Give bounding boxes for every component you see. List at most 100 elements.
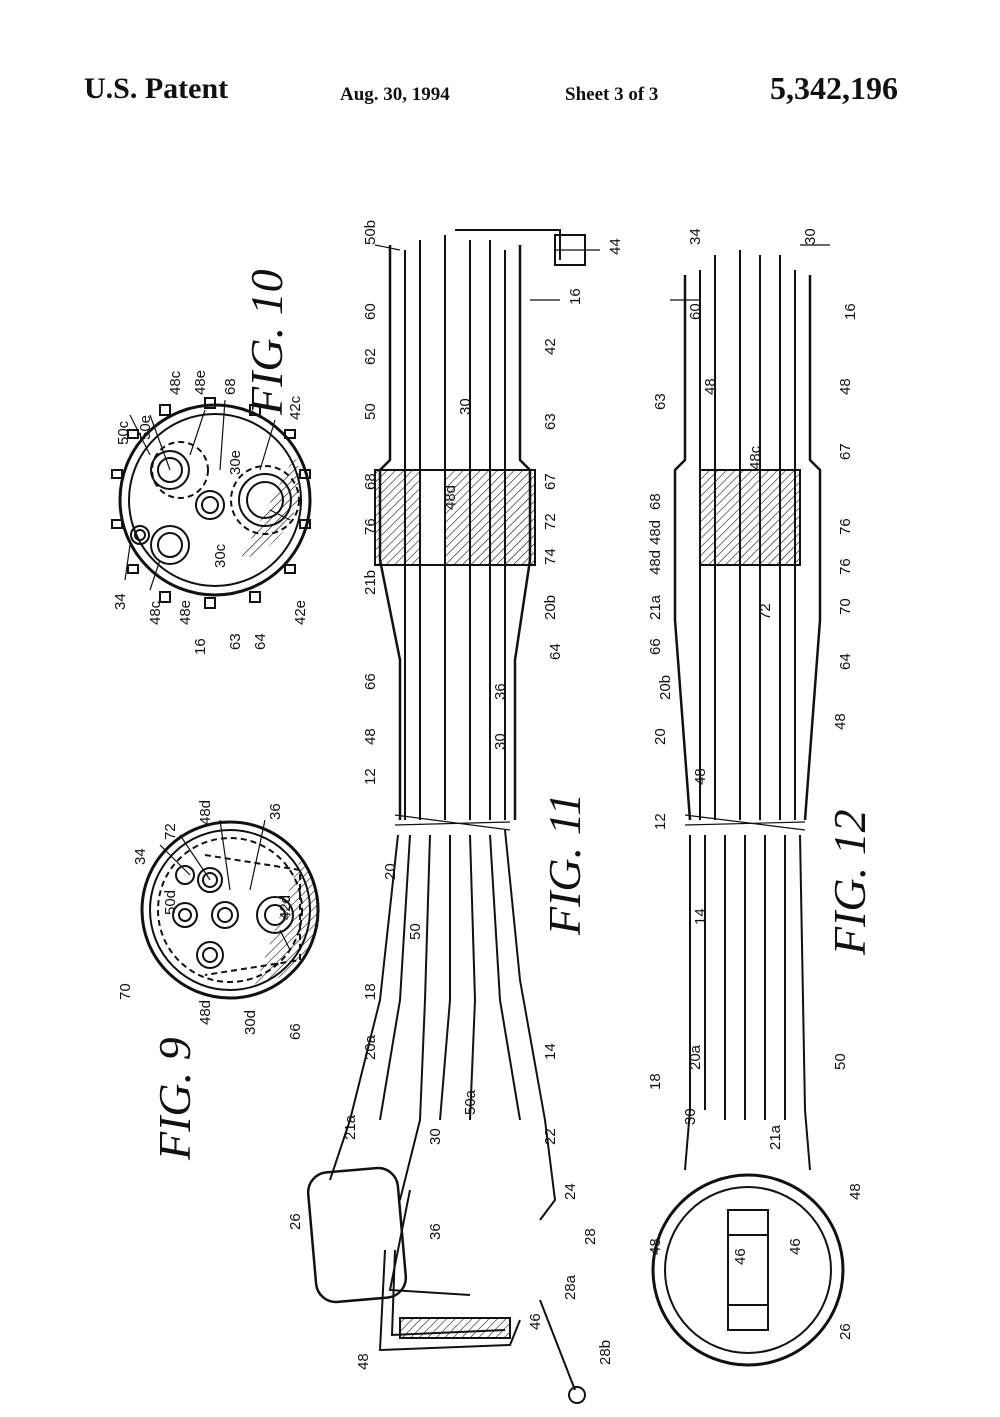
fig11-ref-numeral: 50b xyxy=(362,220,379,245)
fig12-ref-numeral: 20b xyxy=(657,675,674,700)
fig12-ref-numeral: 20a xyxy=(687,1044,704,1070)
fig11-ref-numeral: 24 xyxy=(562,1183,579,1200)
fig11-drawing xyxy=(306,229,586,1404)
fig10-drawing xyxy=(111,397,312,609)
fig10-ref-numeral: 30e xyxy=(227,450,244,475)
fig9-ref-numeral: 36 xyxy=(267,803,284,820)
fig9-caption: FIG. 9 xyxy=(149,1037,200,1161)
fig12-ref-numeral: 66 xyxy=(647,638,664,655)
fig12-ref-numeral: 18 xyxy=(647,1073,664,1090)
fig9-drawing xyxy=(140,820,320,1000)
fig12-ref-numeral: 48 xyxy=(702,378,719,395)
fig11-ref-numeral: 16 xyxy=(567,288,584,305)
fig12-ref-numeral: 76 xyxy=(837,558,854,575)
fig12-ref-numeral: 48 xyxy=(692,768,709,785)
fig12-ref-numeral: 14 xyxy=(692,908,709,925)
fig11-ref-numeral: 46 xyxy=(527,1313,544,1330)
patent-number: 5,342,196 xyxy=(770,70,898,106)
fig12-ref-numeral: 16 xyxy=(842,303,859,320)
fig11-ref-numeral: 42 xyxy=(542,338,559,355)
fig12-ref-numeral: 63 xyxy=(652,393,669,410)
fig11-ref-numeral: 30 xyxy=(492,733,509,750)
fig11-ref-numeral: 60 xyxy=(362,303,379,320)
fig11-ref-numeral: 50 xyxy=(362,403,379,420)
fig10-ref-numeral: 16 xyxy=(192,638,209,655)
fig12-caption: FIG. 12 xyxy=(824,809,875,956)
fig12-ref-numeral: 21a xyxy=(647,594,664,620)
fig10-ref-numeral: 48c xyxy=(167,370,184,395)
fig12-ref-numeral: 64 xyxy=(837,653,854,670)
fig11-caption: FIG. 11 xyxy=(539,793,590,936)
fig9-ref-numeral: 66 xyxy=(287,1023,304,1040)
fig11-ref-numeral: 50a xyxy=(462,1089,479,1115)
fig9-ref-numeral: 48d xyxy=(197,800,214,825)
fig10-ref-numeral: 42e xyxy=(292,600,309,625)
fig10-ref-numeral: 63 xyxy=(227,633,244,650)
fig11-ref-numeral: 21a xyxy=(342,1114,359,1140)
fig11-ref-numeral: 76 xyxy=(362,518,379,535)
fig11-ref-numeral: 66 xyxy=(362,673,379,690)
patent-header-title: U.S. Patent xyxy=(84,72,229,105)
fig11-ref-numeral: 20 xyxy=(382,863,399,880)
fig11-ref-numeral: 67 xyxy=(542,473,559,490)
fig11-ref-numeral: 28 xyxy=(582,1228,599,1245)
fig11-ref-numeral: 64 xyxy=(547,643,564,660)
fig9-ref-numeral: 50d xyxy=(162,890,179,915)
fig10-ref-numeral: 42c xyxy=(287,395,304,420)
fig11-ref-numeral: 36 xyxy=(492,683,509,700)
fig9-ref-numeral: 48d xyxy=(197,1000,214,1025)
fig10-ref-numeral: 50e xyxy=(137,415,154,440)
fig12-ref-numeral: 76 xyxy=(837,518,854,535)
fig12-ref-numeral: 48 xyxy=(832,713,849,730)
fig12-ref-numeral: 60 xyxy=(687,303,704,320)
fig12-ref-numeral: 70 xyxy=(837,598,854,615)
fig12-ref-numeral: 21a xyxy=(767,1124,784,1150)
fig11-ref-numeral: 21b xyxy=(362,570,379,595)
fig11-ref-numeral: 28a xyxy=(562,1274,579,1300)
patent-date: Aug. 30, 1994 xyxy=(340,84,450,105)
fig12-ref-numeral: 48c xyxy=(747,445,764,470)
fig10-ref-numeral: 30c xyxy=(212,543,229,568)
fig9-ref-numeral: 30d xyxy=(242,1010,259,1035)
fig11-ref-numeral: 26 xyxy=(287,1213,304,1230)
fig9-ref-numeral: 34 xyxy=(132,848,149,865)
fig12-ref-numeral: 72 xyxy=(757,603,774,620)
fig11-ref-numeral: 44 xyxy=(607,238,624,255)
fig11-ref-numeral: 14 xyxy=(542,1043,559,1060)
fig11-ref-numeral: 48d xyxy=(442,485,459,510)
figure-captions: FIG. 10 FIG. 9 FIG. 11 FIG. 12 xyxy=(149,269,875,1161)
fig11-ref-numeral: 28b xyxy=(597,1340,614,1365)
fig9-ref-numeral: 42d xyxy=(277,895,294,920)
fig12-ref-numeral: 26 xyxy=(837,1323,854,1340)
fig12-ref-numeral: 67 xyxy=(837,443,854,460)
fig10-ref-numeral: 48e xyxy=(192,370,209,395)
fig12-drawing xyxy=(651,250,845,1367)
fig11-ref-numeral: 62 xyxy=(362,348,379,365)
fig10-ref-numeral: 48e xyxy=(177,600,194,625)
fig12-ref-numeral: 46 xyxy=(787,1238,804,1255)
fig10-ref-numeral: 34 xyxy=(112,593,129,610)
fig12-ref-numeral: 30 xyxy=(802,228,819,245)
fig11-ref-numeral: 30 xyxy=(427,1128,444,1145)
fig11-ref-numeral: 36 xyxy=(427,1223,444,1240)
fig11-ref-numeral: 18 xyxy=(362,983,379,1000)
reference-numerals: 50c 50e 48c 48e 68 30e 42c 42e 64 63 16 48e 48c 34 30c… xyxy=(112,220,864,1370)
fig11-ref-numeral: 20a xyxy=(362,1034,379,1060)
fig12-ref-numeral: 48d xyxy=(647,520,664,545)
fig10-ref-numeral: 64 xyxy=(252,633,269,650)
fig12-ref-numeral: 46 xyxy=(732,1248,749,1265)
fig12-ref-numeral: 48 xyxy=(847,1183,864,1200)
fig12-ref-numeral: 68 xyxy=(647,493,664,510)
fig11-ref-numeral: 50 xyxy=(407,923,424,940)
fig9-ref-numeral: 72 xyxy=(162,823,179,840)
fig11-ref-numeral: 68 xyxy=(362,473,379,490)
sheet-number: Sheet 3 of 3 xyxy=(565,84,659,105)
fig11-ref-numeral: 30 xyxy=(457,398,474,415)
fig10-ref-numeral: 48c xyxy=(147,600,164,625)
fig10-teeth xyxy=(111,397,311,609)
fig10-ref-numeral: 50c xyxy=(115,420,132,445)
fig11-ref-numeral: 12 xyxy=(362,768,379,785)
fig12-ref-numeral: 12 xyxy=(652,813,669,830)
fig11-ref-numeral: 63 xyxy=(542,413,559,430)
